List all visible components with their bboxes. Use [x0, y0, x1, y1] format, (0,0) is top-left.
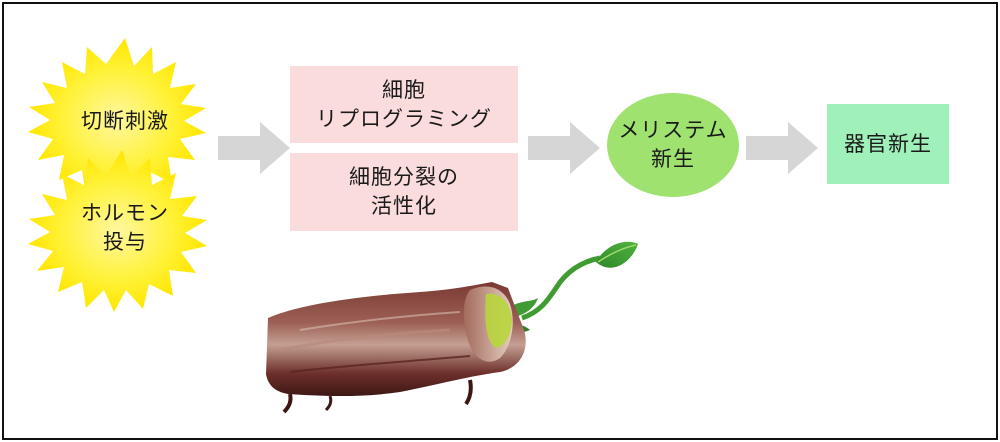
hormone-treatment-line-1: ホルモン: [81, 201, 169, 225]
meristem-line-1: メリステム: [618, 118, 728, 142]
cell-division-line-1: 細胞分裂の: [349, 165, 459, 189]
node-cell-division-activation: 細胞分裂の 活性化: [290, 153, 518, 231]
node-organ-regeneration: 器官新生: [827, 104, 949, 184]
division-box: [290, 153, 518, 231]
organ-regeneration-line-1: 器官新生: [844, 131, 932, 156]
node-meristem-formation: メリステム 新生: [607, 110, 739, 180]
meristem-ellipse: [607, 93, 739, 197]
starburst-hormone: [28, 150, 207, 312]
cell-division-line-2: 活性化: [371, 194, 437, 218]
hormone-treatment-line-2: 投与: [103, 230, 147, 254]
arrow-2: [528, 122, 600, 174]
arrow-3: [746, 122, 818, 174]
node-cell-reprogramming: 細胞 リプログラミング: [290, 66, 518, 143]
cell-reprogramming-line-1: 細胞: [382, 77, 426, 102]
node-hormone-treatment: ホルモン 投与: [60, 196, 190, 260]
leaf-icon: [596, 241, 638, 268]
organ-box: [827, 104, 949, 184]
arrow-1: [218, 122, 290, 174]
stem-cutting-illustration: [266, 241, 638, 414]
node-cutting-stimulus: 切断刺激: [60, 98, 190, 144]
meristem-line-2: 新生: [651, 147, 695, 171]
cell-reprogramming-line-2: リプログラミング: [316, 106, 492, 131]
reprogramming-box: [290, 66, 518, 143]
starburst-cutting: [28, 38, 206, 201]
cutting-stimulus-line-1: 切断刺激: [81, 108, 169, 133]
